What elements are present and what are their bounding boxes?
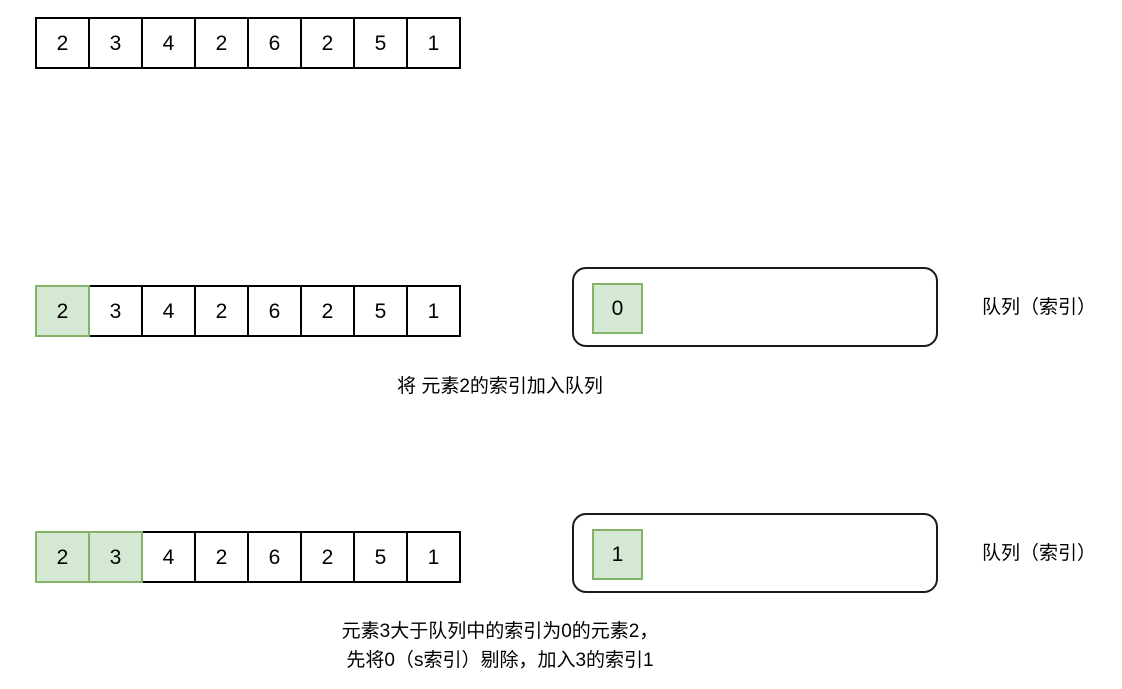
- array-cell: 1: [406, 285, 461, 337]
- array-cell-highlighted: 2: [35, 531, 90, 583]
- array-cell: 1: [406, 531, 461, 583]
- array-row-initial: 2 3 4 2 6 2 5 1: [35, 17, 461, 69]
- queue-label: 队列（索引）: [982, 297, 1097, 318]
- array-cell: 2: [35, 17, 90, 69]
- queue-item: 1: [592, 529, 643, 580]
- queue-container-step-1: 0: [572, 267, 938, 347]
- array-cell: 2: [194, 17, 249, 69]
- array-cell: 5: [353, 17, 408, 69]
- array-cell: 3: [88, 285, 143, 337]
- array-cell: 6: [247, 531, 302, 583]
- array-cell-highlighted: 2: [35, 285, 90, 337]
- array-cell: 2: [300, 285, 355, 337]
- queue-container-step-2: 1: [572, 513, 938, 593]
- array-row-step-1: 2 3 4 2 6 2 5 1: [35, 285, 461, 337]
- array-cell: 4: [141, 17, 196, 69]
- queue-item: 0: [592, 283, 643, 334]
- array-cell: 1: [406, 17, 461, 69]
- array-cell: 4: [141, 531, 196, 583]
- array-cell: 2: [300, 531, 355, 583]
- caption-step-2: 元素3大于队列中的索引为0的元素2， 先将0（s索引）剔除，加入3的索引1: [341, 621, 659, 672]
- array-cell: 3: [88, 17, 143, 69]
- array-cell: 2: [194, 285, 249, 337]
- array-cell: 2: [194, 531, 249, 583]
- array-cell-highlighted: 3: [88, 531, 143, 583]
- queue-label: 队列（索引）: [982, 543, 1097, 564]
- array-cell: 5: [353, 531, 408, 583]
- array-row-step-2: 2 3 4 2 6 2 5 1: [35, 531, 461, 583]
- array-cell: 2: [300, 17, 355, 69]
- array-cell: 6: [247, 17, 302, 69]
- array-cell: 5: [353, 285, 408, 337]
- array-cell: 6: [247, 285, 302, 337]
- caption-step-1: 将 元素2的索引加入队列: [397, 376, 603, 397]
- array-cell: 4: [141, 285, 196, 337]
